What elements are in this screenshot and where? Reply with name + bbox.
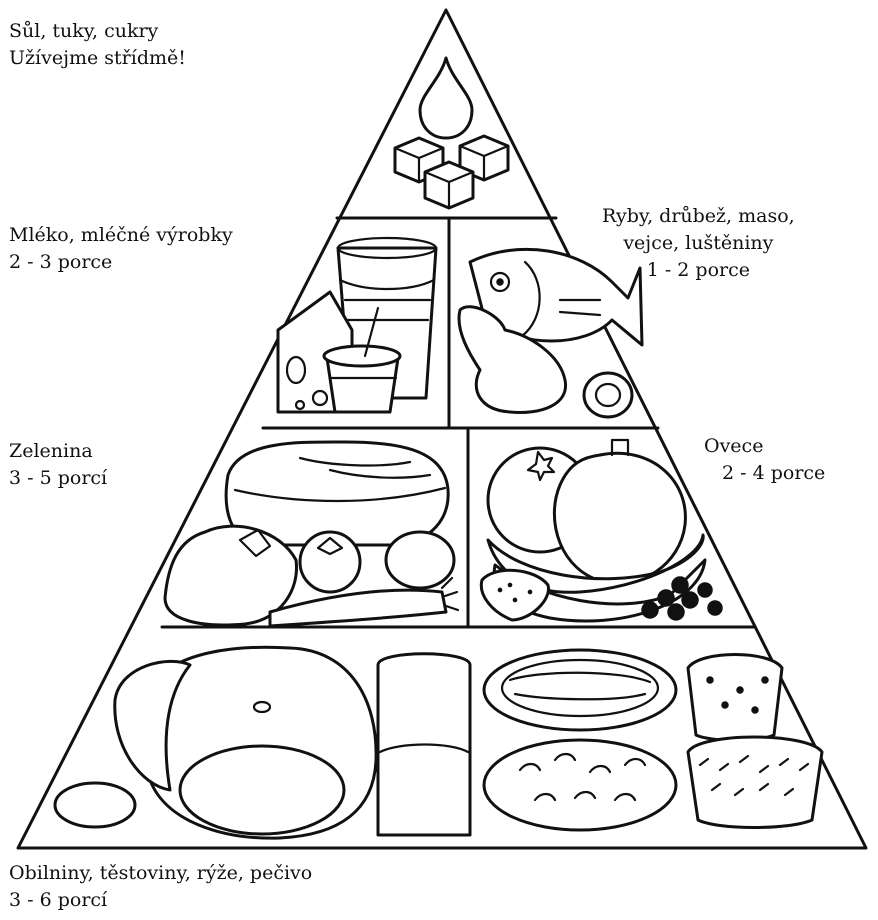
fruit-label-line2: 2 - 4 porce (704, 460, 825, 487)
dairy-label: Mléko, mléčné výrobky 2 - 3 porce (9, 222, 233, 276)
grains-label: Obilniny, těstoviny, rýže, pečivo 3 - 6 … (9, 860, 312, 914)
protein-label-line3: 1 - 2 porce (602, 257, 795, 284)
sugars-label: Sůl, tuky, cukry Užívejme střídmě! (9, 18, 186, 72)
dairy-label-line1: Mléko, mléčné výrobky (9, 222, 233, 249)
sugar-cubes-icon (395, 136, 508, 208)
dairy-label-line2: 2 - 3 porce (9, 249, 233, 276)
grains-label-line2: 3 - 6 porcí (9, 887, 312, 914)
vegetables-label: Zelenina 3 - 5 porcí (9, 438, 107, 492)
grains-label-line1: Obilniny, těstoviny, rýže, pečivo (9, 860, 312, 887)
vegetables-label-line2: 3 - 5 porcí (9, 465, 107, 492)
tomato-icon (300, 532, 360, 592)
spaghetti-plate-icon (484, 650, 676, 730)
loaf-bread-icon (378, 654, 470, 835)
sugars-label-line1: Sůl, tuky, cukry (9, 18, 186, 45)
egg-icon (584, 373, 632, 417)
fruit-label: Ovece 2 - 4 porce (704, 433, 825, 487)
macaroni-plate-icon (484, 740, 676, 830)
fruit-label-line1: Ovece (704, 433, 825, 460)
drop-icon (420, 58, 472, 138)
grapes-icon (642, 577, 722, 620)
protein-label-line1: Ryby, drůbež, maso, (602, 203, 795, 230)
rice-bowl-icon (688, 655, 822, 828)
sugars-label-line2: Užívejme střídmě! (9, 45, 186, 72)
protein-label-line2: vejce, luštěniny (602, 230, 795, 257)
vegetables-label-line1: Zelenina (9, 438, 107, 465)
protein-label: Ryby, drůbež, maso, vejce, luštěniny 1 -… (602, 203, 795, 284)
potato-icon (386, 532, 454, 588)
roll-icon (55, 783, 135, 827)
